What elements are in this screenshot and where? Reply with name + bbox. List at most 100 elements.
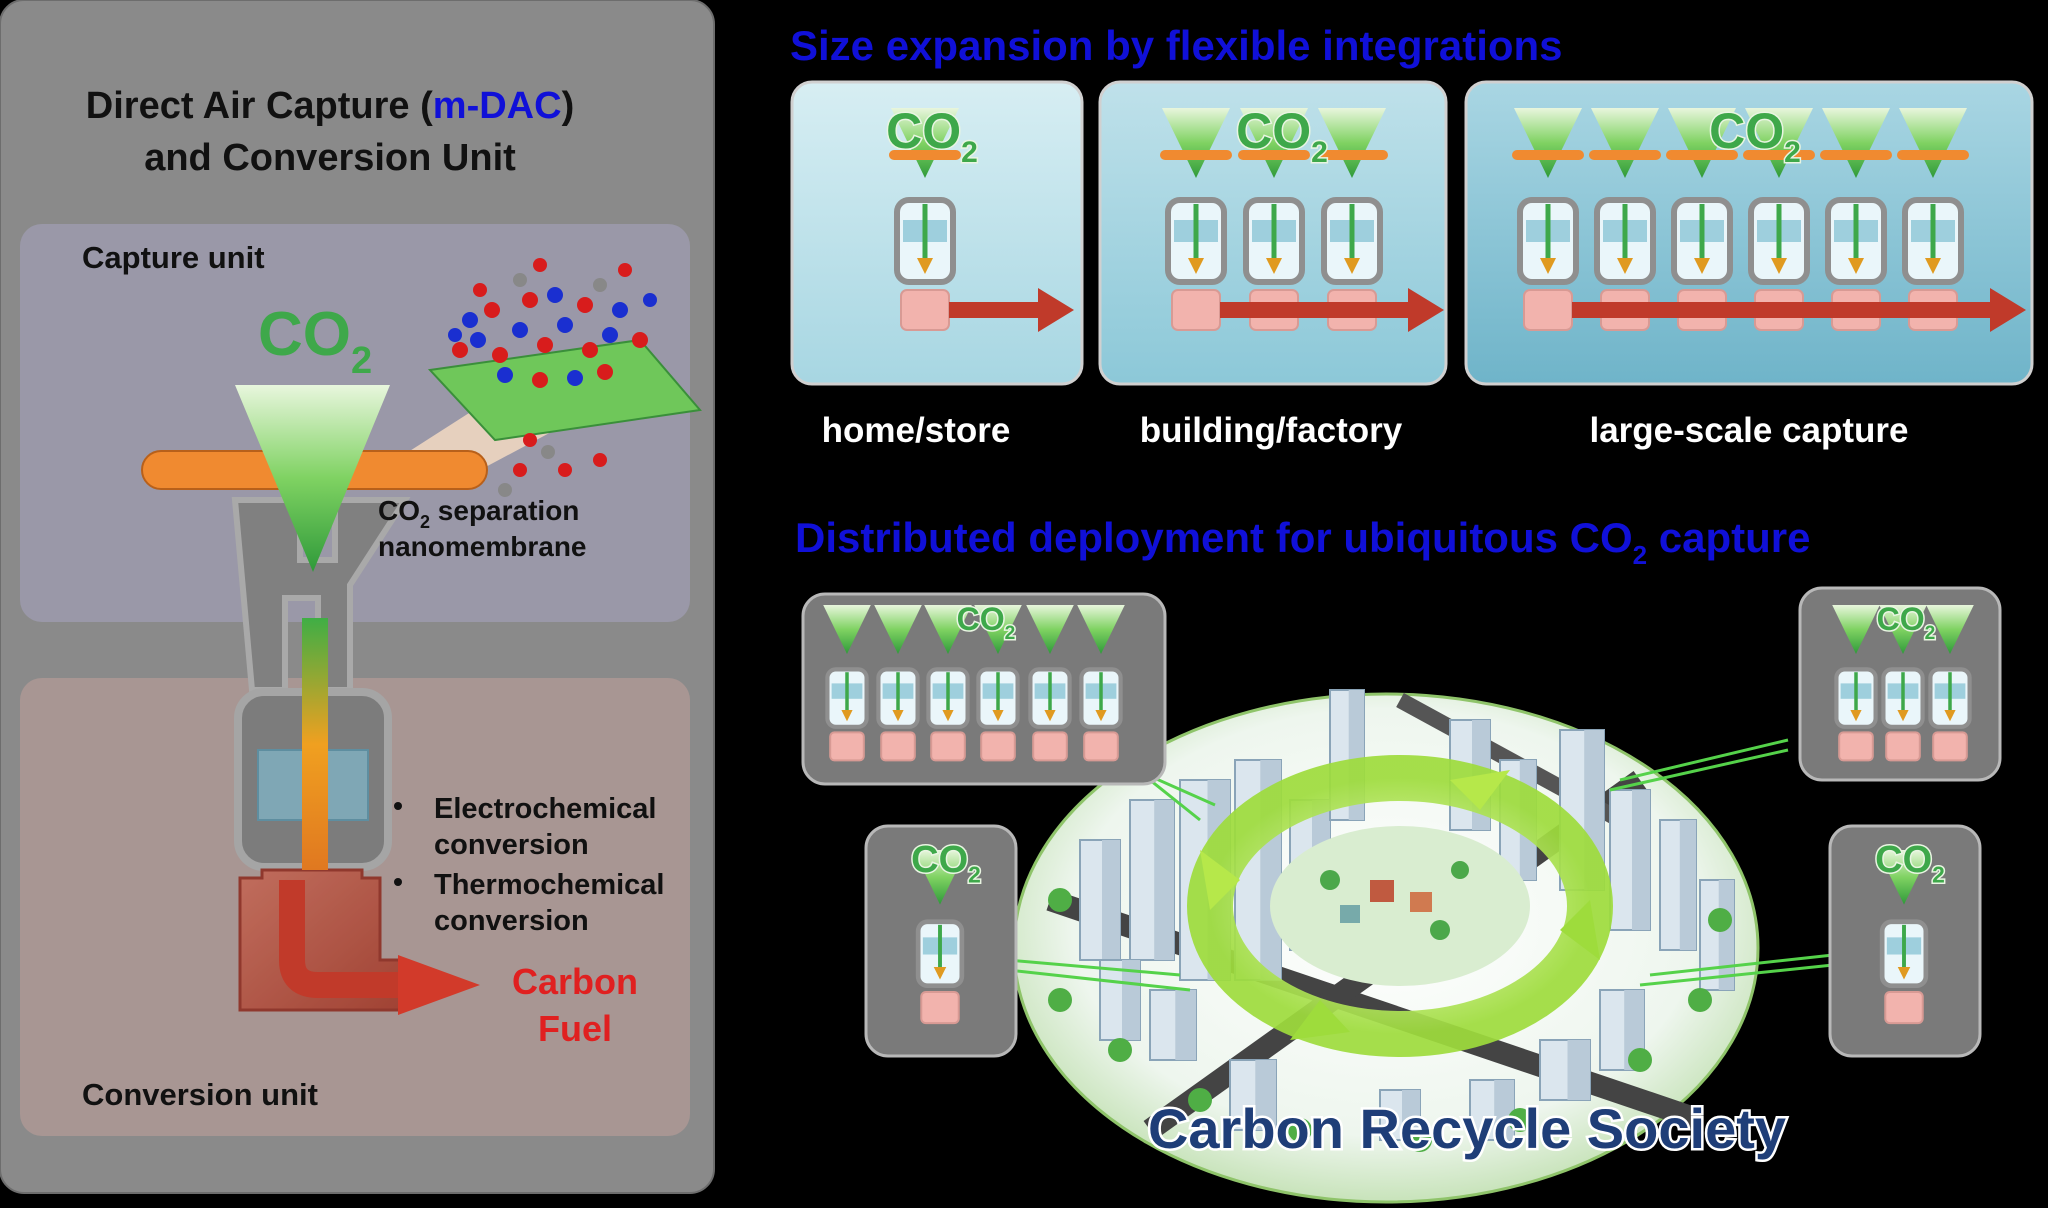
co2-label: CO2: [886, 103, 978, 169]
module-converter: [1523, 289, 1573, 331]
module-stem-arrow: [1540, 258, 1556, 274]
module-pipe: [1316, 150, 1388, 160]
module-funnel: [913, 850, 967, 905]
membrane-label-line1: CO2 separation: [378, 495, 579, 532]
capture-module: [1512, 108, 1584, 331]
module-funnel: [1822, 108, 1890, 178]
city-tower-shade: [1494, 1080, 1514, 1140]
panel-title-line2: and Conversion Unit: [144, 137, 516, 179]
module-funnel: [1077, 605, 1125, 654]
city-tower-shade: [1402, 1090, 1420, 1140]
module-stem-arrow: [942, 710, 954, 722]
fuel-arrow-shaft: [949, 302, 1040, 318]
capture-module: [889, 108, 961, 331]
module-funnel: [1926, 605, 1974, 654]
city-title: Carbon Recycle Society: [1148, 1097, 1786, 1160]
city-tower-shade: [1102, 840, 1120, 960]
co2-label: CO2: [957, 601, 1016, 644]
capture-module: [1877, 850, 1931, 1025]
capture-module: [1926, 605, 1974, 762]
module-pipe: [1897, 150, 1969, 160]
co2-label: CO2: [1877, 601, 1936, 644]
capture-module: [1820, 108, 1892, 331]
city-tower-shade: [1718, 880, 1734, 990]
module-stem-arrow: [1897, 710, 1909, 722]
co2-label: CO2: [1875, 839, 1945, 888]
module-pipe: [889, 150, 961, 160]
module-converter: [829, 731, 865, 762]
module-group: CO2: [885, 102, 1074, 332]
module-pipe: [1160, 150, 1232, 160]
module-converter: [1032, 731, 1068, 762]
module-funnel: [874, 605, 922, 654]
capture-module: [1666, 108, 1738, 331]
module-converter: [1884, 990, 1924, 1025]
city-tower-shade: [1567, 1040, 1590, 1100]
module-converter: [1083, 731, 1119, 762]
module-funnel: [1899, 108, 1967, 178]
module-funnel: [1162, 108, 1230, 178]
module-funnel: [1240, 108, 1308, 178]
capture-module: [1832, 605, 1880, 762]
fuel-channel: [279, 880, 400, 998]
module-group: CO2: [1512, 102, 2026, 332]
membrane-label-line2: nanomembrane: [378, 531, 587, 562]
capture-module: [974, 605, 1022, 762]
product-line1: Carbon: [512, 961, 638, 1002]
scale-label-building: building/factory: [1140, 411, 1403, 450]
module-funnel: [891, 108, 959, 178]
fuel-output-arrow: [398, 955, 480, 1015]
module-pipe: [1589, 150, 1661, 160]
module-converter: [1171, 289, 1221, 331]
city-tree: [1048, 988, 1072, 1012]
deployment-heading: Distributed deployment for ubiquitous CO…: [795, 514, 1811, 570]
city-tree: [1708, 908, 1732, 932]
module-stem-arrow: [1848, 258, 1864, 274]
module-stem-arrow: [1771, 258, 1787, 274]
module-funnel: [974, 605, 1022, 654]
city-tower-shade: [1632, 790, 1650, 930]
scale-panels: CO2 CO2 CO2: [790, 80, 2034, 386]
town-center: [1270, 826, 1530, 986]
capture-module: [1879, 605, 1927, 762]
co2-label: CO2: [258, 300, 372, 382]
module-pipe: [1743, 150, 1815, 160]
module-group: CO2: [1160, 102, 1444, 332]
product-line2: Fuel: [538, 1008, 612, 1049]
city-tower-shade: [1154, 800, 1174, 960]
city-tree: [1688, 988, 1712, 1012]
conversion-unit-label: Conversion unit: [82, 1077, 318, 1112]
module-funnel: [1591, 108, 1659, 178]
city-tower-shade: [1679, 820, 1696, 950]
city-tree: [1048, 888, 1072, 912]
module-funnel: [823, 605, 871, 654]
module-converter: [880, 731, 916, 762]
module-stem-arrow: [1694, 258, 1710, 274]
co2-label: CO2: [1709, 103, 1801, 169]
bullet1-line1: Electrochemical: [434, 793, 656, 825]
bullet-dot: [394, 878, 402, 886]
module-stem-arrow: [1188, 258, 1204, 274]
capture-module: [1238, 108, 1310, 331]
co2-label: CO2: [911, 839, 981, 888]
module-stem-arrow: [892, 710, 904, 722]
module-stem-arrow: [1266, 258, 1282, 274]
module-funnel: [1668, 108, 1736, 178]
panel-title-line1: Direct Air Capture (m-DAC): [86, 85, 574, 127]
capture-module: [1743, 108, 1815, 331]
city-tree: [1288, 1118, 1312, 1142]
module-funnel: [1832, 605, 1880, 654]
city-buildings: [1048, 689, 1735, 1152]
bullet-dot: [394, 802, 402, 810]
molecule-cluster: [448, 258, 657, 497]
bullet2-line2: conversion: [434, 905, 589, 937]
bullet2-line1: Thermochemical: [434, 869, 664, 901]
capture-module: [1160, 108, 1232, 331]
module-stem-arrow: [1925, 258, 1941, 274]
city-tree: [1108, 1038, 1132, 1062]
module-stem-arrow: [1344, 258, 1360, 274]
module-converter: [900, 289, 950, 331]
module-converter: [1885, 731, 1921, 762]
city-tower-shade: [1122, 960, 1140, 1040]
